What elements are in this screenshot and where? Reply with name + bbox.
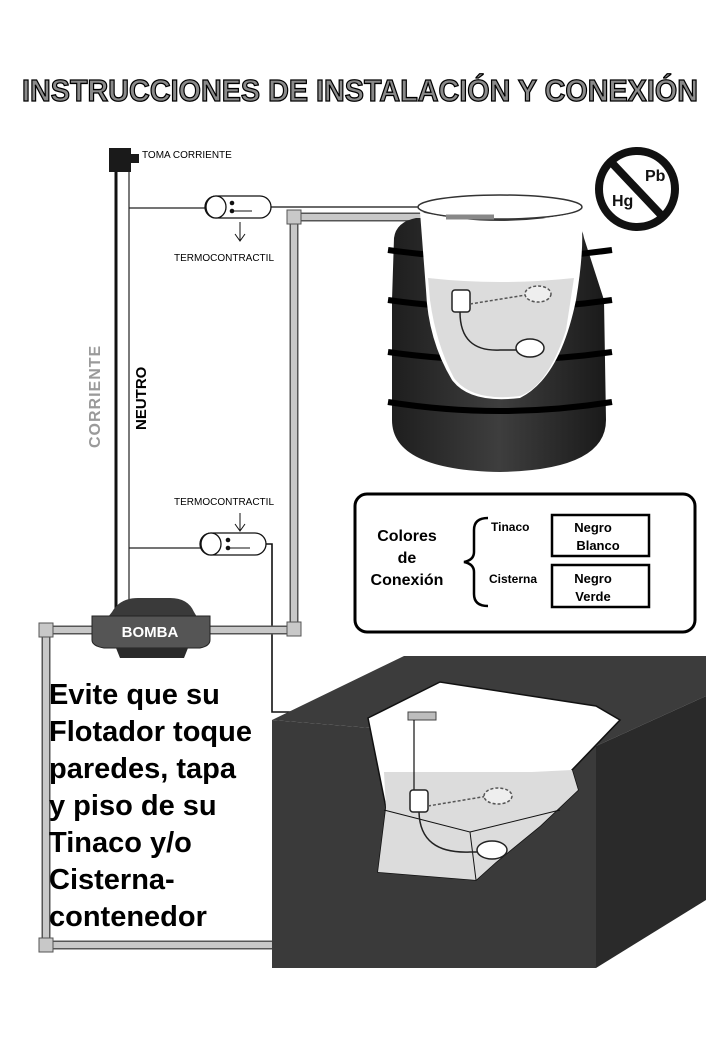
power-outlet-icon [109,148,139,172]
tinaco-color1: Negro [574,520,612,535]
warning-line-3: paredes, tapa [49,753,237,785]
colors-bracket [463,516,489,608]
water-tank [387,194,613,472]
pb-symbol: Pb [645,168,666,185]
colors-heading-line3: Conexión [371,572,444,589]
corriente-label: CORRIENTE [87,345,104,448]
colors-heading-line2: de [398,550,417,567]
suction-pipe [41,625,272,950]
pump [91,598,211,658]
cisterna-row-label: Cisterna [489,572,537,586]
page-title: INSTRUCCIONES DE INSTALACIÓN Y CONEXIÓN [22,72,698,108]
colors-heading-line1: Colores [377,528,437,545]
cisterna-colors-box [550,563,651,609]
warning-line-1: Evite que su [49,679,220,711]
arrow-termocontractil-bottom [234,513,246,532]
pump-label: BOMBA [122,624,179,641]
warning-line-6: Cisterna- [49,864,175,896]
neutro-label: NEUTRO [133,366,150,430]
termocontractil-top-label: TERMOCONTRACTIL [174,253,274,264]
heat-shrink-bottom [199,532,267,556]
hg-symbol: Hg [612,193,633,210]
cistern [272,656,706,968]
heat-shrink-top [204,195,272,219]
neutral-wire [128,172,212,600]
warning-line-4: y piso de su [49,790,217,822]
arrow-termocontractil-top [234,222,246,242]
termocontractil-bottom-label: TERMOCONTRACTIL [174,497,274,508]
no-lead-mercury-icon [595,147,679,231]
tinaco-colors-box [550,513,651,558]
cisterna-color1: Negro [574,571,612,586]
warning-text: Evite que su Flotador toque paredes, tap… [49,679,252,933]
tinaco-row-label: Tinaco [491,520,529,534]
warning-line-7: contenedor [49,901,207,933]
toma-corriente-label: TOMA CORRIENTE [142,150,232,161]
warning-line-2: Flotador toque [49,716,252,748]
cisterna-color2: Verde [575,589,610,604]
tinaco-color2: Blanco [576,538,619,553]
warning-line-5: Tinaco y/o [49,827,192,859]
